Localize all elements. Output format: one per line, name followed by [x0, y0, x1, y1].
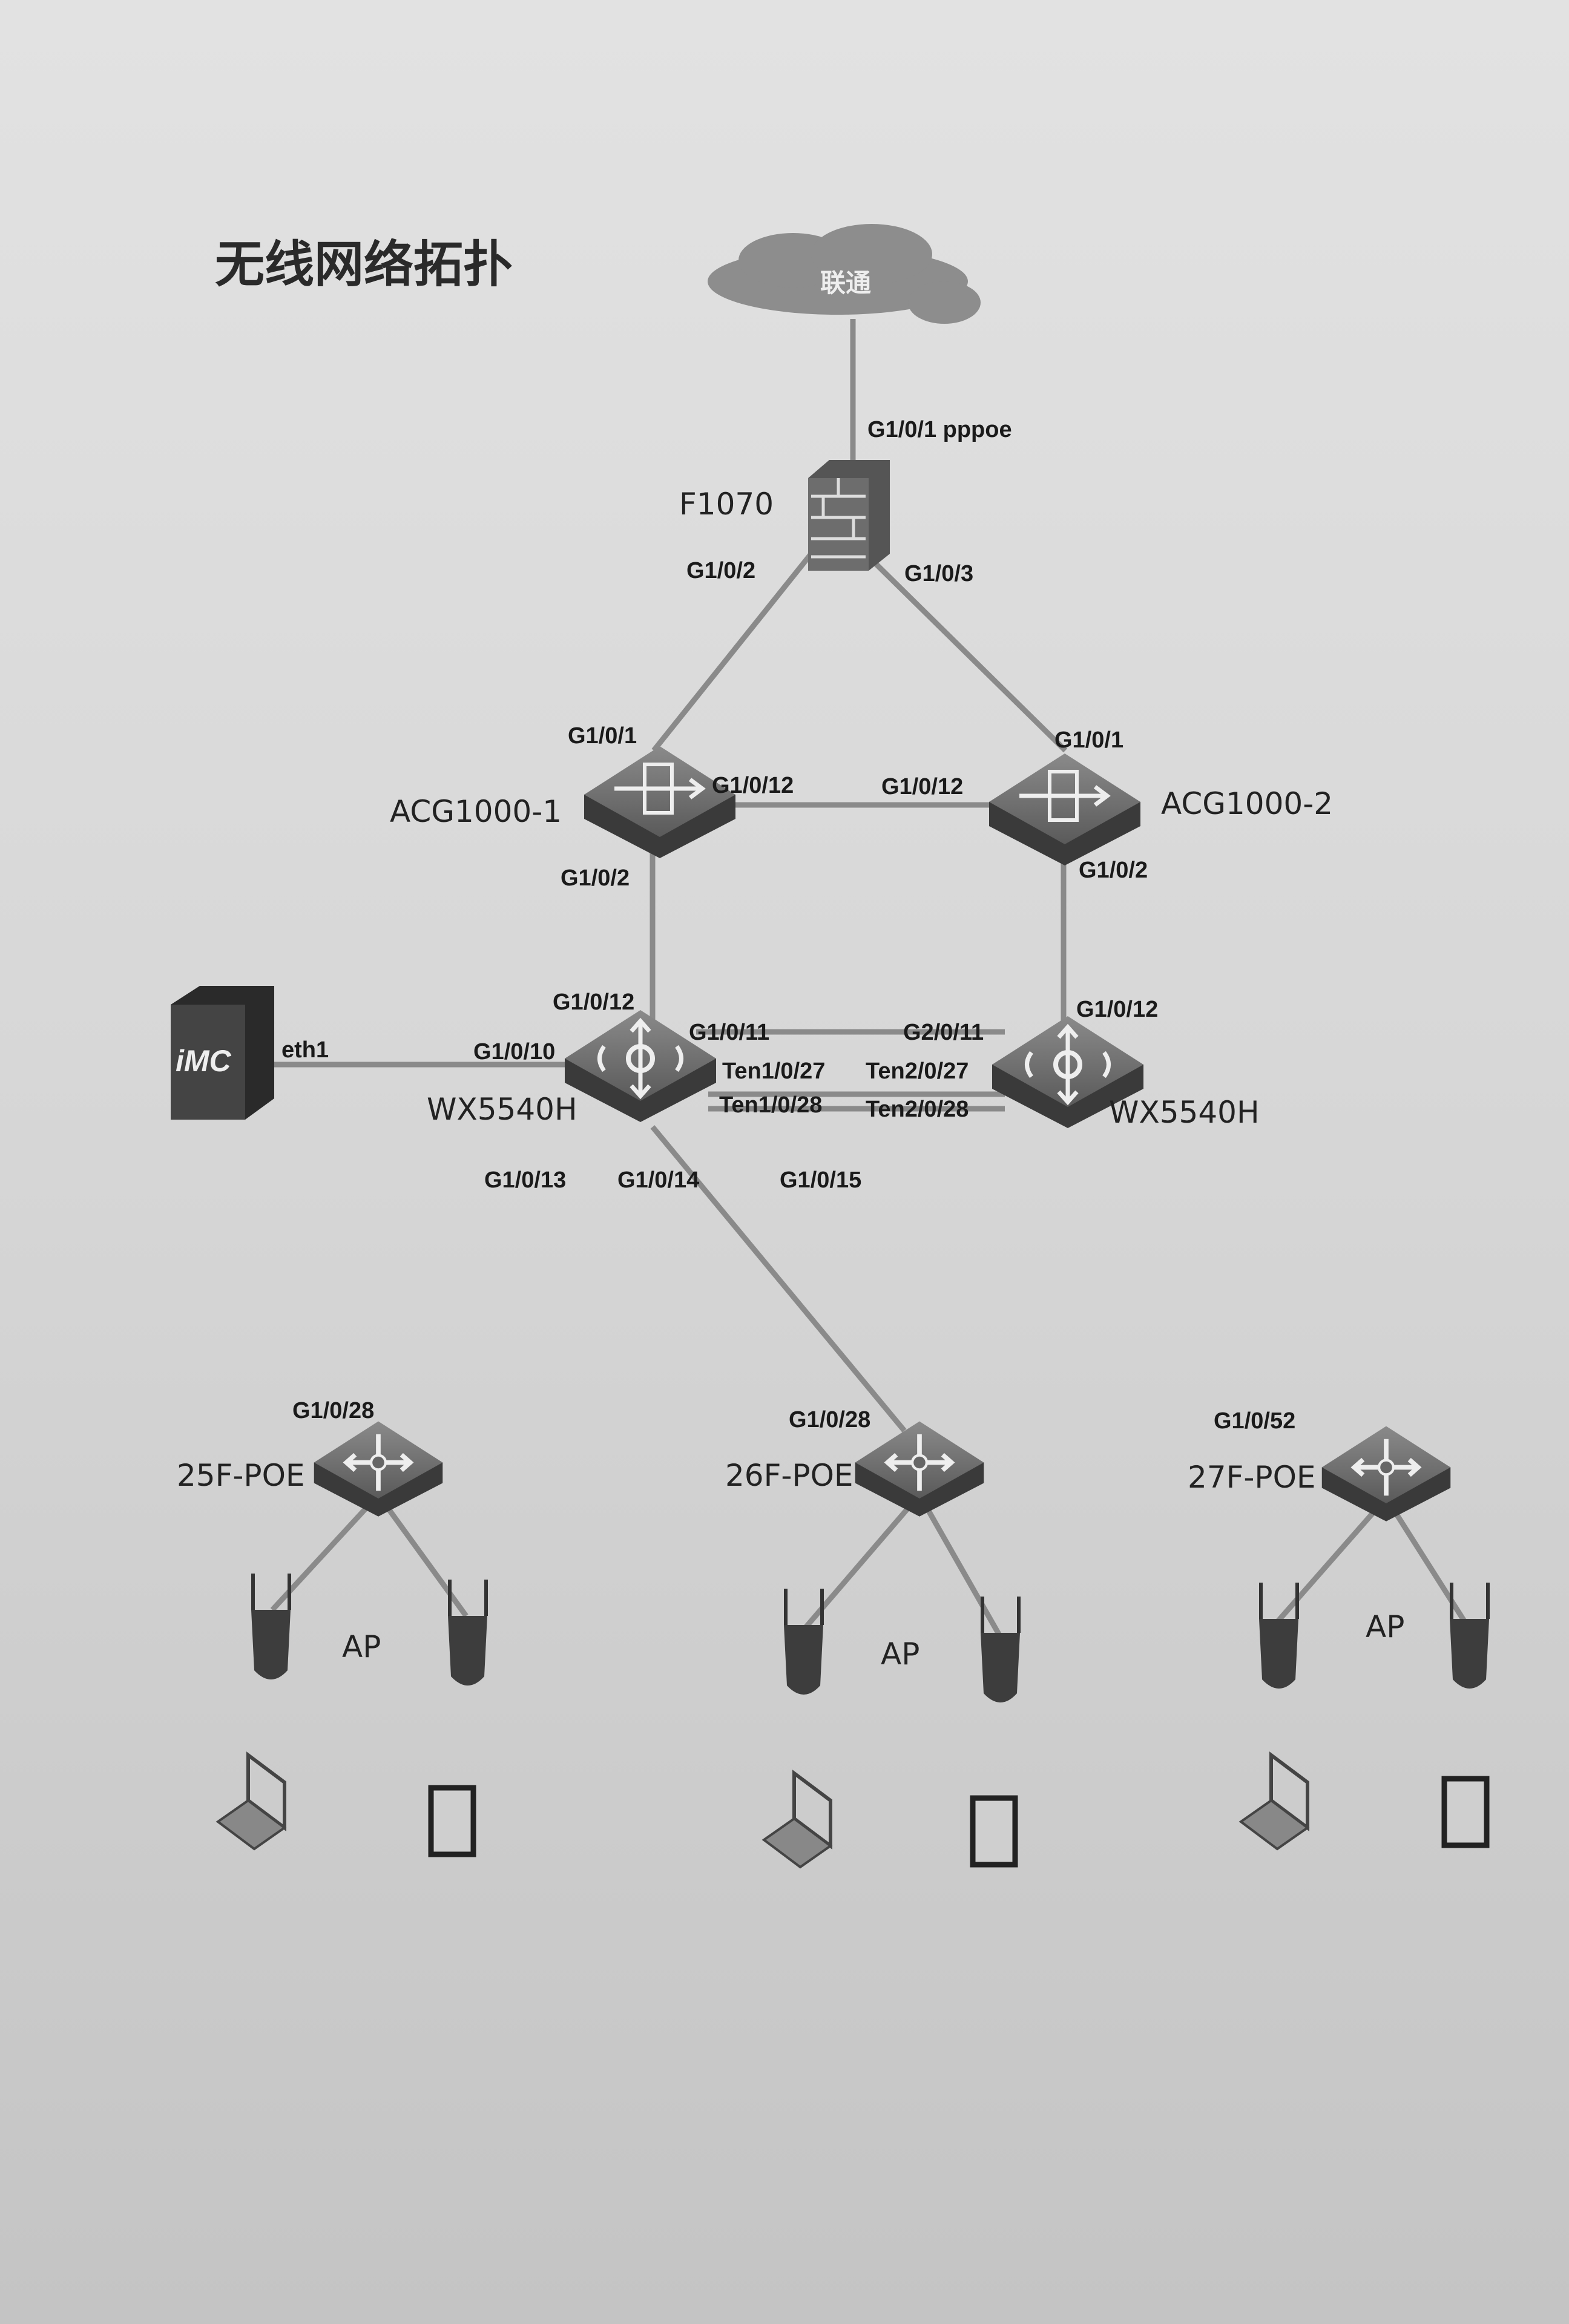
poe-switch-icon: [1321, 1426, 1451, 1521]
laptop-icon: [1241, 1755, 1308, 1849]
wx1-ten28: Ten1/0/28: [719, 1092, 822, 1118]
wx1-port-g13: G1/0/13: [484, 1167, 566, 1193]
link-firewall-acg1: [651, 552, 814, 752]
access-point-icon: [1259, 1583, 1299, 1689]
wx2-port-up: G1/0/12: [1076, 997, 1158, 1022]
access-point-icon: [1450, 1583, 1490, 1689]
wx2-ten28: Ten2/0/28: [866, 1097, 969, 1122]
floor-uplink-port: G1/0/28: [789, 1407, 870, 1433]
firewall-name: F1070: [679, 487, 774, 522]
acg1-port-down: G1/0/2: [561, 865, 630, 891]
access-point-icon: [784, 1589, 824, 1695]
wx1-port-up: G1/0/12: [553, 990, 634, 1015]
laptop-icon: [764, 1773, 831, 1867]
tablet-icon: [973, 1798, 1015, 1865]
wx2-controller-icon: [992, 1016, 1143, 1128]
ap-label: AP: [342, 1629, 381, 1664]
wx1-name: WX5540H: [427, 1092, 577, 1127]
link-wx1-26f: [650, 1125, 907, 1433]
floor-26f: G1/0/28 26F-POE AP: [725, 1407, 1021, 1867]
ap-label: AP: [1366, 1609, 1404, 1644]
diagram-title: 无线网络拓扑: [215, 236, 513, 294]
imc-label: iMC: [176, 1044, 232, 1078]
floor-uplink-port: G1/0/52: [1214, 1408, 1295, 1434]
wx2-name: WX5540H: [1109, 1095, 1260, 1130]
poe-switch-icon: [855, 1421, 984, 1517]
acg2-name: ACG1000-2: [1161, 786, 1333, 821]
imc-port: eth1: [281, 1037, 329, 1063]
wx1-ten27: Ten1/0/27: [722, 1059, 825, 1084]
acg1-port-peer: G1/0/12: [712, 773, 794, 798]
firewall-port-left: G1/0/2: [686, 558, 755, 583]
firewall-icon: [808, 460, 890, 571]
acg1-device-icon: [584, 746, 735, 858]
poe-switch-icon: [314, 1421, 443, 1517]
acg2-port-down: G1/0/2: [1079, 858, 1148, 883]
wx1-controller-icon: [565, 1010, 716, 1122]
floor-27f: G1/0/52 27F-POE AP: [1188, 1408, 1490, 1849]
laptop-icon: [218, 1755, 285, 1849]
firewall-uplink-port: G1/0/1 pppoe: [867, 417, 1012, 442]
floor-switch-name: 26F-POE: [725, 1458, 854, 1493]
link-firewall-acg2: [863, 551, 1068, 753]
floor-uplink-port: G1/0/28: [292, 1398, 374, 1423]
floor-25f: G1/0/28 25F-POE AP: [177, 1398, 488, 1854]
access-point-icon: [251, 1574, 291, 1679]
wx1-port-g15: G1/0/15: [780, 1167, 861, 1193]
acg1-name: ACG1000-1: [390, 794, 562, 829]
tablet-icon: [431, 1788, 473, 1854]
acg2-port-up: G1/0/1: [1054, 727, 1123, 753]
floor-switch-name: 25F-POE: [177, 1458, 305, 1493]
ap-label: AP: [881, 1636, 919, 1672]
wx2-port-peer: G2/0/11: [903, 1020, 984, 1045]
tablet-icon: [1444, 1779, 1487, 1845]
acg2-device-icon: [989, 753, 1140, 865]
imc-server-icon: iMC: [171, 986, 274, 1120]
wx1-port-g14: G1/0/14: [617, 1167, 699, 1193]
acg1-port-up: G1/0/1: [568, 723, 637, 749]
firewall-port-right: G1/0/3: [904, 561, 973, 586]
wx1-port-imc: G1/0/10: [473, 1039, 555, 1065]
cloud-icon: 联通: [708, 224, 981, 324]
acg2-port-peer: G1/0/12: [881, 774, 963, 799]
floor-switch-name: 27F-POE: [1188, 1460, 1316, 1495]
wx2-ten27: Ten2/0/27: [866, 1059, 969, 1084]
wx1-port-peer: G1/0/11: [689, 1020, 769, 1045]
isp-label: 联通: [820, 268, 871, 298]
